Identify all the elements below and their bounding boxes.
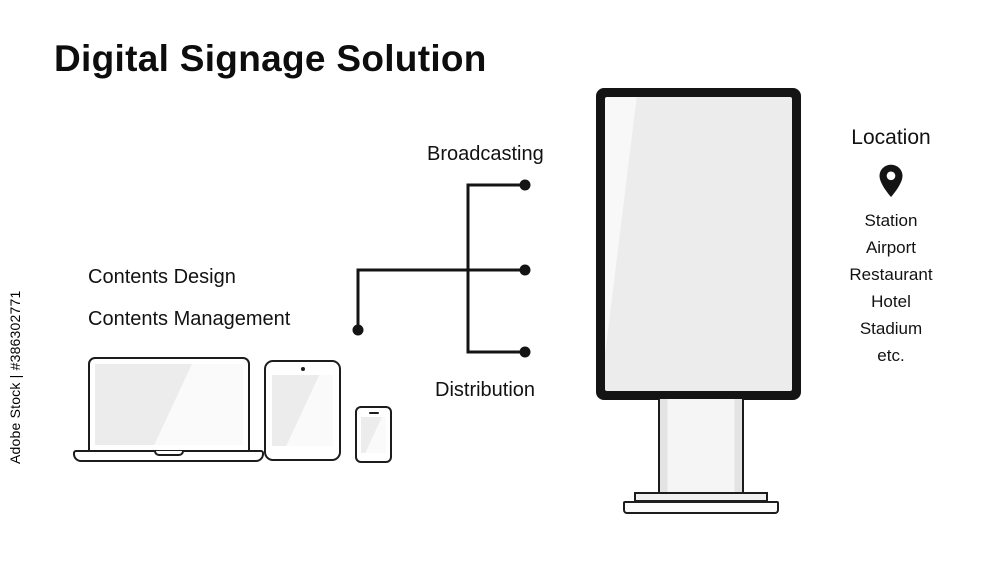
kiosk-base-lower <box>623 501 779 514</box>
location-label: Location <box>851 126 931 149</box>
broadcasting-node-dot <box>519 179 531 191</box>
location-list: Station Airport Restaurant Hotel Stadium… <box>821 207 961 369</box>
page-title: Digital Signage Solution <box>54 38 487 79</box>
laptop-display <box>95 364 243 445</box>
kiosk-stand <box>658 399 744 494</box>
contents-design-label: Contents Design <box>88 266 236 288</box>
laptop-base <box>73 450 264 462</box>
location-section: Location Station Airport Restaurant Hote… <box>821 126 961 369</box>
distribution-node-dot <box>519 346 531 358</box>
map-pin-icon <box>879 164 903 198</box>
location-item: etc. <box>877 346 905 365</box>
devices-node-dot <box>352 324 364 336</box>
tablet-illustration <box>264 360 341 461</box>
contents-label-group: Contents Design Contents Management <box>88 256 290 340</box>
location-item: Hotel <box>871 292 911 311</box>
location-item: Airport <box>865 238 917 257</box>
kiosk-display <box>605 97 792 391</box>
laptop-screen <box>88 357 250 452</box>
tablet-camera-dot <box>300 367 305 371</box>
tablet-display <box>272 375 333 446</box>
location-item: Station <box>864 211 918 230</box>
phone-illustration <box>355 406 392 463</box>
contents-management-label: Contents Management <box>88 308 291 330</box>
location-item: Restaurant <box>849 265 933 284</box>
broadcasting-label: Broadcasting <box>427 143 544 165</box>
kiosk-screen-frame <box>596 88 801 400</box>
connector-branches <box>356 183 521 354</box>
laptop-notch <box>153 451 184 456</box>
connector-dots <box>352 179 531 358</box>
phone-speaker <box>368 412 379 414</box>
distribution-label: Distribution <box>435 379 536 401</box>
location-item: Stadium <box>859 319 923 338</box>
phone-display <box>361 417 386 453</box>
middle-node-dot <box>519 264 531 276</box>
